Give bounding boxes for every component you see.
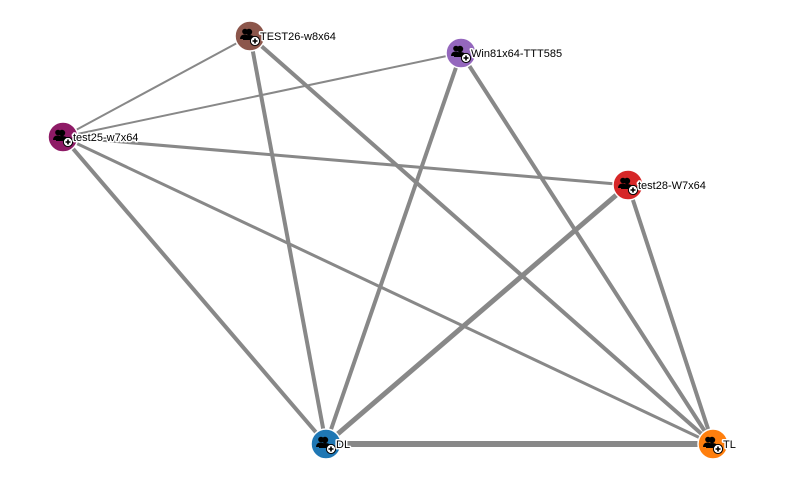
- edge-test28-w7x64-tl: [626, 184, 715, 445]
- edge-test26-w8x64-test25-w7x64: [62, 35, 251, 138]
- user-group-add-icon: [316, 436, 337, 455]
- edge-win81x64-ttt585-test25-w7x64: [62, 52, 462, 138]
- node-win81x64-ttt585[interactable]: Win81x64-TTT585: [445, 37, 564, 69]
- edge-win81x64-ttt585-tl: [459, 51, 715, 446]
- user-group-add-icon: [703, 436, 724, 455]
- node-test28-w7x64[interactable]: test28-W7x64: [612, 169, 707, 201]
- node-label: DL: [336, 439, 350, 451]
- node-tl[interactable]: TL: [697, 428, 737, 460]
- edge-win81x64-ttt585-dl: [324, 52, 463, 445]
- edge-test25-w7x64-tl: [62, 135, 714, 446]
- node-test25-w7x64[interactable]: test25-w7x64: [47, 121, 140, 153]
- node-label: test25-w7x64: [73, 132, 138, 144]
- node-dl[interactable]: DL: [310, 428, 352, 460]
- edge-test26-w8x64-dl: [248, 35, 328, 445]
- node-test26-w8x64[interactable]: TEST26-w8x64: [234, 20, 337, 52]
- user-group-add-icon: [53, 129, 74, 148]
- edges-layer: [61, 34, 715, 447]
- edge-test25-w7x64-dl: [61, 135, 328, 446]
- edge-test26-w8x64-tl: [248, 34, 715, 446]
- node-label: TL: [723, 439, 736, 451]
- node-label: test28-W7x64: [638, 180, 706, 192]
- user-group-add-icon: [451, 45, 472, 64]
- node-label: TEST26-w8x64: [260, 31, 336, 43]
- user-group-add-icon: [240, 28, 261, 47]
- edge-test28-w7x64-dl: [324, 183, 630, 446]
- node-label: Win81x64-TTT585: [471, 48, 562, 60]
- edge-test25-w7x64-test28-w7x64: [62, 135, 629, 187]
- user-group-add-icon: [618, 177, 639, 196]
